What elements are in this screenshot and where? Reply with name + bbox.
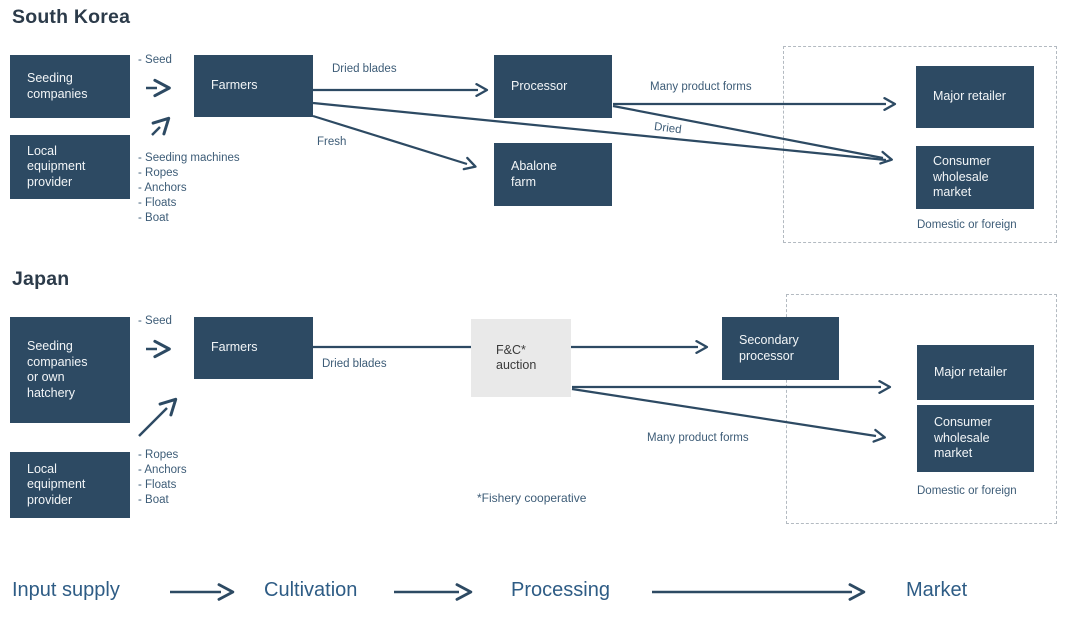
node-sk-seeding-companies: Seeding companies [10,55,130,118]
label-sk-domestic-or-foreign: Domestic or foreign [917,219,1017,231]
label-sk-dried-blades: Dried blades [332,63,397,75]
label-sk-equipment-items: - Seeding machines - Ropes - Anchors - F… [138,152,240,224]
arrow-sk-processor-to-wholesale [612,104,893,165]
node-sk-equipment-provider: Local equipment provider [10,135,130,199]
label-sk-fresh: Fresh [317,136,347,148]
market-group-outline-south-korea [783,46,1057,243]
node-sk-farmers: Farmers [194,55,313,117]
market-group-outline-japan [786,294,1057,524]
node-sk-consumer-wholesale: Consumer wholesale market [916,146,1034,209]
stage-cultivation: Cultivation [264,579,358,601]
stage-market: Market [906,579,968,601]
node-sk-major-retailer: Major retailer [916,66,1034,128]
arrow-jp-auction-to-wholesale [571,387,886,443]
label-sk-dried: Dried [653,120,683,137]
label-jp-seed: - Seed [138,315,172,327]
arrow-jp-equipment-to-farmers [138,397,178,437]
line-sk-farmers-dried-to-wholesale [312,101,887,162]
label-jp-dried-blades: Dried blades [322,358,387,370]
label-sk-seed: - Seed [138,54,172,66]
node-jp-equipment-provider: Local equipment provider [10,452,130,518]
node-sk-abalone-farm: Abalone farm [494,143,612,206]
stage-processing: Processing [511,579,610,601]
node-sk-processor: Processor [494,55,612,118]
stage-input-supply: Input supply [12,579,120,601]
arrow-sk-farmers-fresh-to-abalone [312,114,477,171]
label-jp-domestic-or-foreign: Domestic or foreign [917,485,1017,497]
node-jp-fc-auction: F&C* auction [471,319,571,397]
label-jp-many-product-forms: Many product forms [647,432,749,444]
label-sk-many-product-forms: Many product forms [650,81,752,93]
label-jp-footnote-fishery-cooperative: *Fishery cooperative [477,491,587,505]
section-title-japan: Japan [12,268,70,290]
section-title-south-korea: South Korea [12,6,131,28]
arrow-sk-equipment-to-farmers [151,116,171,136]
node-jp-seeding-companies: Seeding companies or own hatchery [10,317,130,423]
label-jp-equipment-items: - Ropes - Anchors - Floats - Boat [138,449,187,506]
node-jp-consumer-wholesale: Consumer wholesale market [917,405,1034,472]
node-jp-farmers: Farmers [194,317,313,379]
node-jp-secondary-processor: Secondary processor [722,317,839,380]
node-jp-major-retailer: Major retailer [917,345,1034,400]
